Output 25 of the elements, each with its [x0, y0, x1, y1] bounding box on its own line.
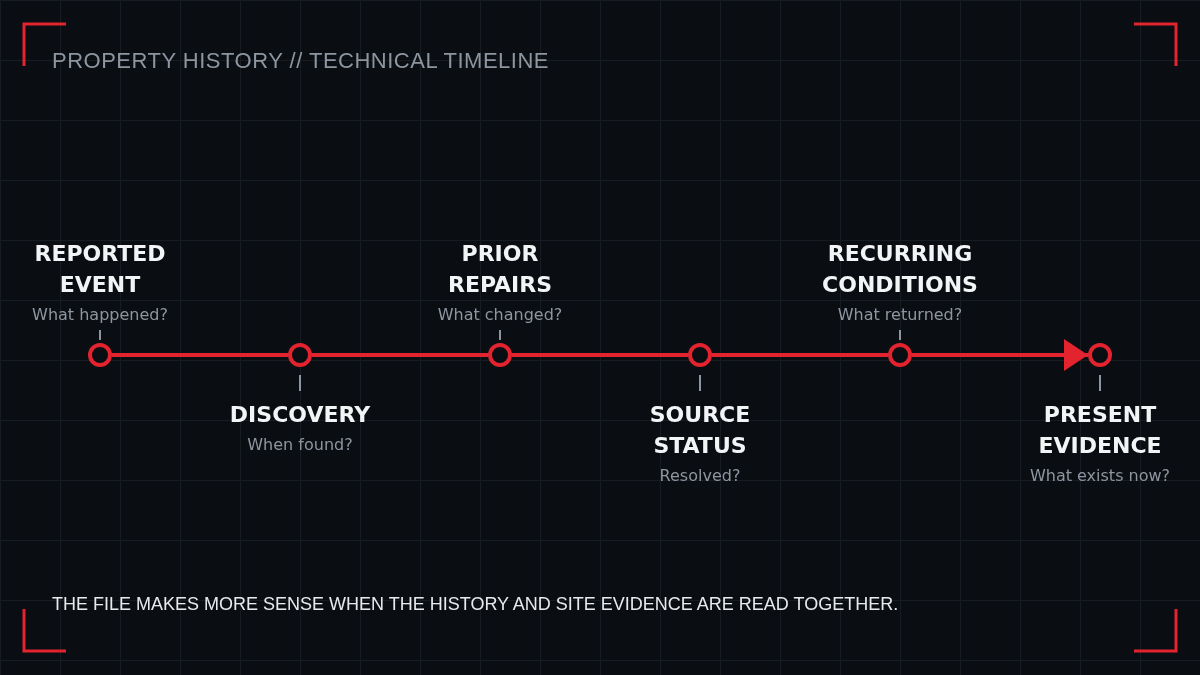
- timeline-connector: [112, 353, 288, 357]
- timeline-connector: [912, 339, 1088, 371]
- milestone-question: What changed?: [436, 304, 564, 326]
- milestone-title: PRESENT EVIDENCE: [1037, 401, 1163, 460]
- timeline-connector: [712, 353, 888, 357]
- diagram-title: PROPERTY HISTORY // TECHNICAL TIMELINE: [52, 48, 550, 74]
- timeline-connector: [312, 353, 488, 357]
- timeline-marker: [688, 343, 712, 367]
- milestone-title: PRIOR REPAIRS: [446, 240, 554, 299]
- milestone-question: What exists now?: [1028, 465, 1172, 487]
- timeline-marker: [288, 343, 312, 367]
- milestone-title: REPORTED EVENT: [33, 240, 167, 299]
- timeline-marker: [88, 343, 112, 367]
- milestone-question: What happened?: [31, 304, 169, 326]
- milestone-title: SOURCE STATUS: [648, 401, 752, 460]
- timeline-marker: [888, 343, 912, 367]
- timeline-marker: [1088, 343, 1112, 367]
- milestone-title: RECURRING CONDITIONS: [821, 240, 979, 299]
- milestone-title: DISCOVERY: [228, 401, 372, 429]
- milestone-question: Resolved?: [658, 465, 742, 487]
- timeline-marker: [488, 343, 512, 367]
- milestone-question: What returned?: [836, 304, 964, 326]
- milestone-question: When found?: [246, 434, 354, 456]
- timeline-connector: [512, 353, 688, 357]
- caption: THE FILE MAKES MORE SENSE WHEN THE HISTORY AND SITE EVIDENCE ARE READ TOGETHER.: [52, 594, 899, 615]
